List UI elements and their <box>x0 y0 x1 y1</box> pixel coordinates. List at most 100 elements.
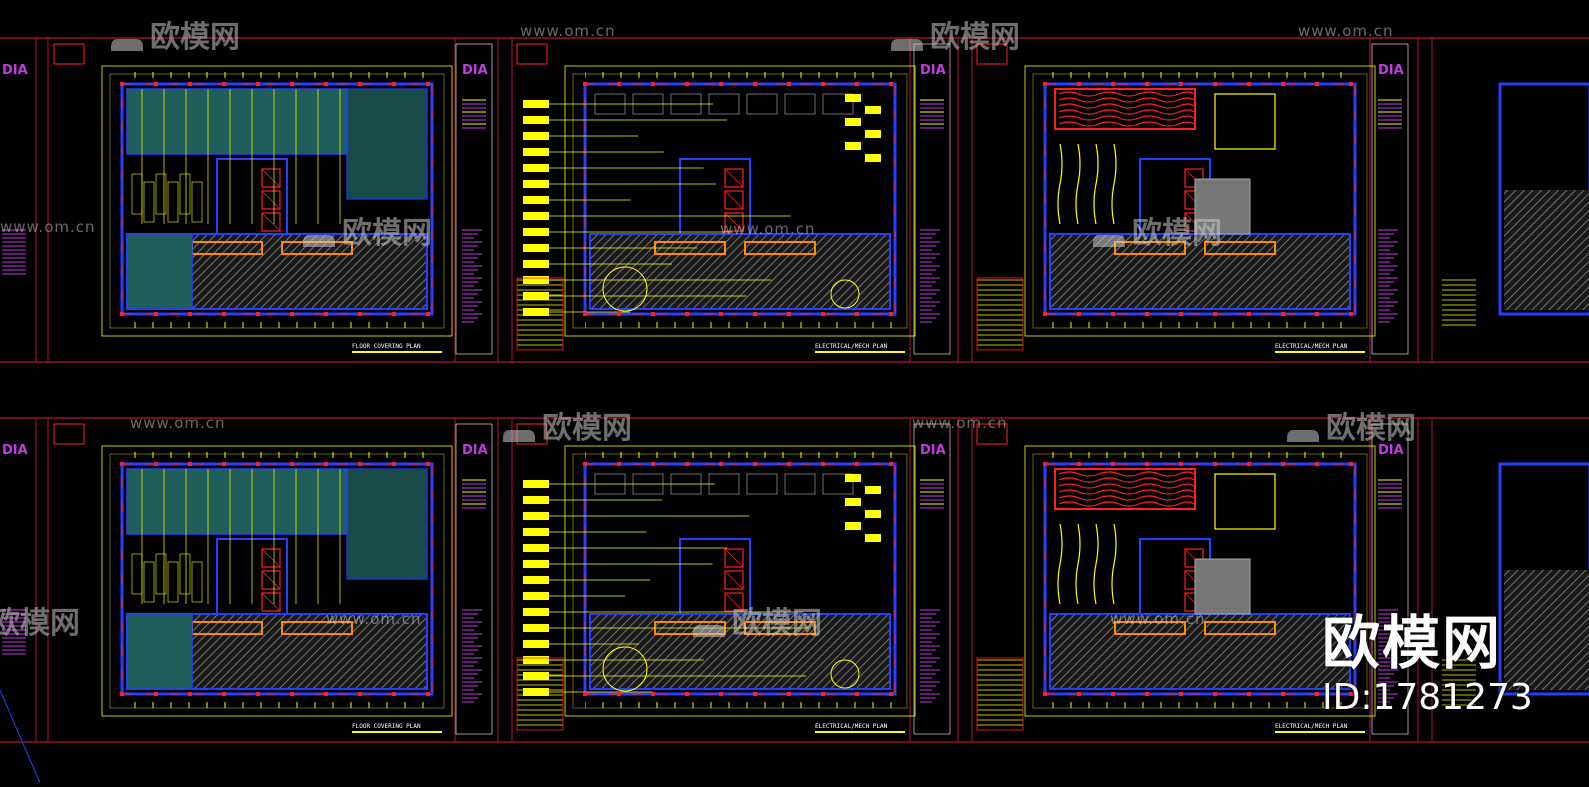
circuit-tag <box>523 244 549 252</box>
meeting-table <box>830 279 860 309</box>
panel-tag <box>845 474 861 482</box>
brand-watermark-text: 欧模网 <box>1326 411 1416 446</box>
column-marker <box>1247 462 1251 466</box>
dimension-ticks <box>122 322 432 328</box>
legend-marker <box>976 423 1008 445</box>
column-marker <box>154 82 158 86</box>
circuit-tag <box>523 480 549 488</box>
dimension-frame <box>1024 65 1376 337</box>
brand-watermark-text: 欧模网 <box>342 216 432 251</box>
dimension-ticks <box>585 702 895 708</box>
elevator-shaft <box>724 168 744 188</box>
column-marker <box>1179 692 1183 696</box>
column-marker <box>821 82 825 86</box>
column-marker <box>889 82 893 86</box>
workstation-row <box>1204 621 1276 635</box>
column-marker <box>1213 692 1217 696</box>
brand-watermark: 欧模网 <box>108 12 240 56</box>
column-marker <box>719 312 723 316</box>
brand-watermark: 欧模网 <box>888 12 1020 56</box>
light-fixture-run <box>1058 103 1195 109</box>
column-marker <box>617 82 621 86</box>
column-marker <box>685 462 689 466</box>
column-marker <box>651 82 655 86</box>
elevator-shaft <box>724 592 744 612</box>
column-marker <box>1179 312 1183 316</box>
column-marker <box>222 82 226 86</box>
lighting-zone <box>1054 468 1196 510</box>
column-marker <box>1043 82 1047 86</box>
column-marker <box>426 312 430 316</box>
circuit-tag <box>523 544 549 552</box>
light-fixture-run <box>1111 143 1117 225</box>
elevator-shaft <box>261 592 281 612</box>
room-partition <box>143 181 155 223</box>
circuit-tag <box>523 528 549 536</box>
circuit-tag <box>523 212 549 220</box>
column-marker <box>256 312 260 316</box>
column-marker <box>222 692 226 696</box>
column-marker <box>889 462 893 466</box>
elevator-shaft <box>261 592 281 612</box>
room-partition <box>191 561 203 603</box>
room-partition <box>191 181 203 223</box>
column-line <box>584 83 896 315</box>
column-marker <box>256 462 260 466</box>
partial-building-outline <box>1498 82 1589 316</box>
dimension-ticks <box>1045 452 1355 458</box>
carpet-zone <box>126 233 193 310</box>
circuit-tag <box>523 672 549 680</box>
brand-watermark-partial: 欧模网 <box>0 598 80 642</box>
column-marker <box>617 462 621 466</box>
meeting-table <box>602 646 648 692</box>
elevator-shaft <box>261 168 281 188</box>
workstation-row <box>744 241 816 255</box>
sheet-logo: DIA <box>920 443 946 458</box>
column-marker <box>290 692 294 696</box>
column-marker <box>753 312 757 316</box>
room-partition <box>167 181 179 223</box>
column-marker <box>855 462 859 466</box>
column-marker <box>222 462 226 466</box>
legend-table <box>516 657 564 731</box>
column-marker <box>1111 462 1115 466</box>
elevator-shaft <box>261 212 281 232</box>
site-watermark: www.om.cn <box>1298 22 1394 40</box>
column-marker <box>324 462 328 466</box>
partial-building-outline <box>1498 462 1589 696</box>
circuit-tag <box>523 496 549 504</box>
sheet-logo: DIA <box>2 63 28 78</box>
sheet-logo: DIA <box>920 63 946 78</box>
column-marker <box>1145 462 1149 466</box>
dimension-frame <box>101 65 453 337</box>
column-marker <box>1213 312 1217 316</box>
ceiling-panel <box>1194 558 1251 615</box>
column-marker <box>188 82 192 86</box>
dimension-ticks <box>1045 322 1355 328</box>
column-marker <box>256 692 260 696</box>
column-marker <box>1349 462 1353 466</box>
elevator-shaft <box>261 570 281 590</box>
sofa-logo-icon <box>888 28 926 51</box>
panel-tag <box>865 486 881 494</box>
light-fixture-run <box>1093 523 1099 605</box>
sofa-logo-icon <box>108 28 146 51</box>
column-marker <box>1281 462 1285 466</box>
light-fixture-run <box>1058 121 1195 127</box>
column-marker <box>222 312 226 316</box>
column-marker <box>787 312 791 316</box>
column-marker <box>1315 82 1319 86</box>
light-fixture-run <box>1058 109 1195 115</box>
lighting-zone <box>1214 473 1276 530</box>
column-marker <box>392 692 396 696</box>
site-watermark: www.om.cn <box>912 414 1008 432</box>
brand-watermark: 欧模网 <box>1284 403 1416 447</box>
circuit-tag <box>523 608 549 616</box>
column-marker <box>1315 312 1319 316</box>
column-marker <box>1043 312 1047 316</box>
column-marker <box>617 692 621 696</box>
legend-marker <box>53 423 85 445</box>
column-marker <box>1281 312 1285 316</box>
